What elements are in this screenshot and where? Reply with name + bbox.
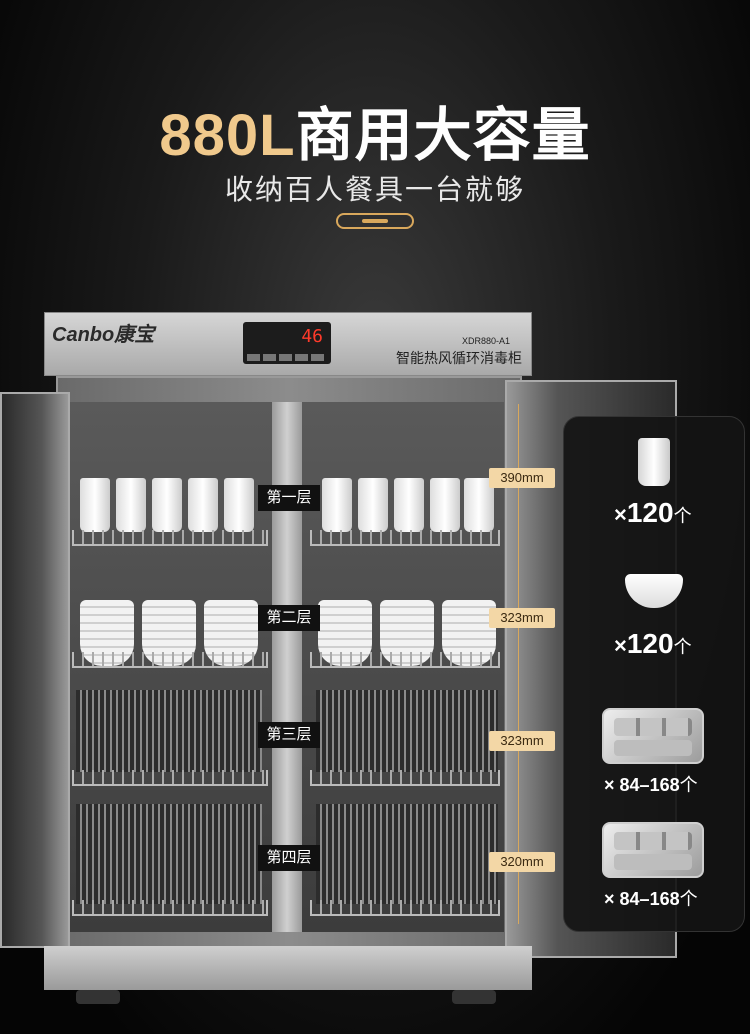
tray-icon [602, 822, 704, 878]
shelf-rack [310, 652, 500, 668]
shelf-rack [72, 652, 268, 668]
divider-ornament [336, 213, 414, 229]
page-subtitle: 收纳百人餐具一台就够 [224, 174, 525, 205]
control-buttons [247, 354, 324, 361]
dimension-line [518, 404, 519, 924]
dimension-tag-2: 323mm [489, 608, 555, 628]
tray-stack [76, 804, 262, 904]
brand-logo: Canbo康宝 [52, 324, 155, 346]
shelf-rack [310, 770, 500, 786]
cup [394, 478, 424, 532]
cup [430, 478, 460, 532]
model-number: XDR880-A1 [462, 336, 511, 346]
tray-stack [316, 804, 498, 904]
tray-icon [602, 708, 704, 764]
cup [322, 478, 352, 532]
cup-quantity: ×120个 [614, 497, 692, 528]
title-text: 商用大容量 [295, 103, 591, 168]
cabinet-base [44, 946, 532, 990]
tray-quantity-2: × 84–168个 [604, 889, 698, 909]
dimension-tag-4: 320mm [489, 852, 555, 872]
level-label-3: 第三层 [258, 722, 320, 748]
cup-icon [638, 438, 670, 486]
tray-quantity-1: × 84–168个 [604, 775, 698, 795]
cabinet-label: 智能热风循环消毒柜 [396, 350, 522, 366]
bowl-quantity: ×120个 [614, 628, 692, 659]
cup [152, 478, 182, 532]
level-label-1: 第一层 [258, 485, 320, 511]
cup [358, 478, 388, 532]
page-title: 880L商用大容量 [0, 88, 750, 172]
tray-stack [76, 690, 262, 772]
cup [116, 478, 146, 532]
digital-display: 46 [243, 322, 331, 364]
left-door [0, 392, 70, 948]
caster-wheel [76, 990, 120, 1004]
tray-stack [316, 690, 498, 772]
display-digits: 46 [301, 326, 323, 347]
capacity-value: 880L [159, 103, 296, 168]
shelf-rack [72, 900, 268, 916]
dimension-tag-1: 390mm [489, 468, 555, 488]
cup [80, 478, 110, 532]
shelf-rack [72, 770, 268, 786]
level-label-4: 第四层 [258, 845, 320, 871]
shelf-rack [310, 530, 500, 546]
shelf-rack [310, 900, 500, 916]
shelf-rack [72, 530, 268, 546]
cup [224, 478, 254, 532]
level-label-2: 第二层 [258, 605, 320, 631]
dimension-tag-3: 323mm [489, 731, 555, 751]
caster-wheel [452, 990, 496, 1004]
cup [188, 478, 218, 532]
